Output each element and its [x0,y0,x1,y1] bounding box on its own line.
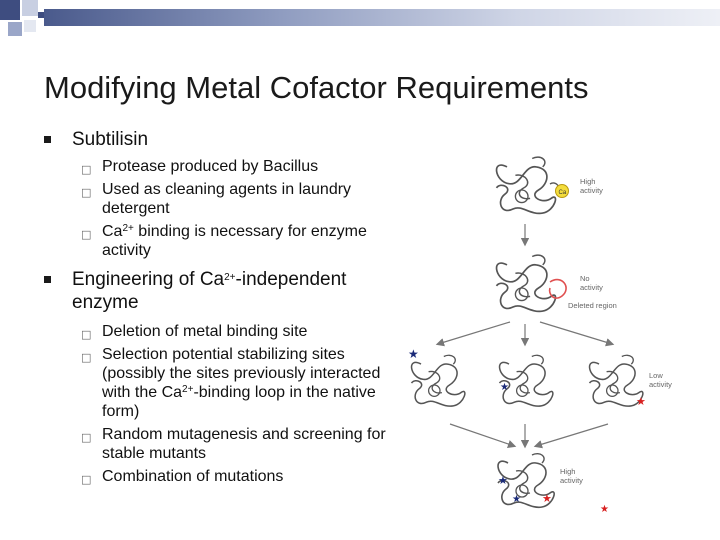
deleted-loop-protein [495,254,567,313]
figure-svg: Ca High activity No activity Deleted reg… [408,156,672,515]
subtilisin-engineering-figure: Ca High activity No activity Deleted reg… [400,140,680,520]
sub-bullet: □ Ca2+ binding is necessary for enzyme a… [44,222,404,260]
sub-bullet-text: Used as cleaning agents in laundry deter… [102,181,352,217]
sub-bullet: □ Combination of mutations [44,467,404,486]
corner-square [24,20,36,32]
hollow-square-bullet-icon: □ [81,431,92,444]
hollow-square-bullet-icon: □ [81,473,92,486]
label-high-activity-2: activity [580,186,603,195]
star-icon: ★ [542,493,552,505]
label-high-activity-bottom-2: activity [560,476,583,485]
corner-square [22,0,38,16]
variant-left: ★ [408,347,466,407]
label-low-activity-1: Low [649,371,663,380]
hollow-square-bullet-icon: □ [81,163,92,176]
star-icon: ★ [512,494,521,505]
sub-bullet-text: Protease produced by Bacillus [102,158,319,175]
square-bullet-icon [44,136,51,143]
superscript: 2+ [182,384,194,395]
star-icon: ★ [498,475,508,487]
superscript: 2+ [224,272,236,283]
hollow-square-bullet-icon: □ [81,328,92,341]
slide-title: Modifying Metal Cofactor Requirements [44,70,589,105]
calcium-label: Ca [559,190,567,196]
combined-mutant-protein: ★ ★ ★ ★ [497,452,609,515]
bullet-text: Engineering of Ca2+-independent enzyme [72,269,347,313]
superscript: 2+ [122,223,134,234]
arrow-converge-left [449,423,517,449]
label-no-activity-2: activity [580,283,603,292]
star-icon: ★ [500,382,509,393]
sub-bullet-text: Selection potential stabilizing sites (p… [102,346,381,420]
bullet-subtilisin: Subtilisin [44,128,404,151]
sub-bullet-text: Ca2+ binding is necessary for enzyme act… [102,223,367,259]
label-no-activity-1: No [580,274,590,283]
star-icon: ★ [636,396,646,408]
arrow-right [539,321,615,347]
native-protein: Ca [495,156,569,215]
bullet-text: Subtilisin [72,129,149,150]
sub-bullet: □ Used as cleaning agents in laundry det… [44,180,404,218]
calcium-ion-icon [555,184,569,198]
sub-bullet-text: Deletion of metal binding site [102,323,308,340]
sub-bullet: □ Deletion of metal binding site [44,322,404,341]
star-icon: ★ [600,504,609,515]
square-bullet-icon [44,276,51,283]
sub-bullet: □ Selection potential stabilizing sites … [44,345,404,421]
label-low-activity-2: activity [649,380,672,389]
sub-bullet-text: Random mutagenesis and screening for sta… [102,426,386,462]
corner-decoration [0,0,60,44]
arrow-left [435,321,511,347]
label-high-activity-1: High [580,177,595,186]
hollow-square-bullet-icon: □ [81,228,92,241]
star-icon: ★ [408,347,419,361]
arrow-converge-right [533,423,609,449]
sub-bullet: □ Protease produced by Bacillus [44,157,404,176]
slide-content: Subtilisin □ Protease produced by Bacill… [44,128,404,486]
variant-middle: ★ [498,354,554,407]
header-band [44,9,720,26]
sub-bullet-text: Combination of mutations [102,468,284,485]
corner-square [0,0,20,20]
label-high-activity-bottom-1: High [560,467,575,476]
bullet-engineering: Engineering of Ca2+-independent enzyme [44,268,404,314]
label-deleted-region: Deleted region [568,301,617,310]
sub-bullet: □ Random mutagenesis and screening for s… [44,425,404,463]
hollow-square-bullet-icon: □ [81,351,92,364]
hollow-square-bullet-icon: □ [81,186,92,199]
corner-square [8,22,22,36]
corner-square [38,12,44,18]
variant-right: ★ [588,354,646,408]
